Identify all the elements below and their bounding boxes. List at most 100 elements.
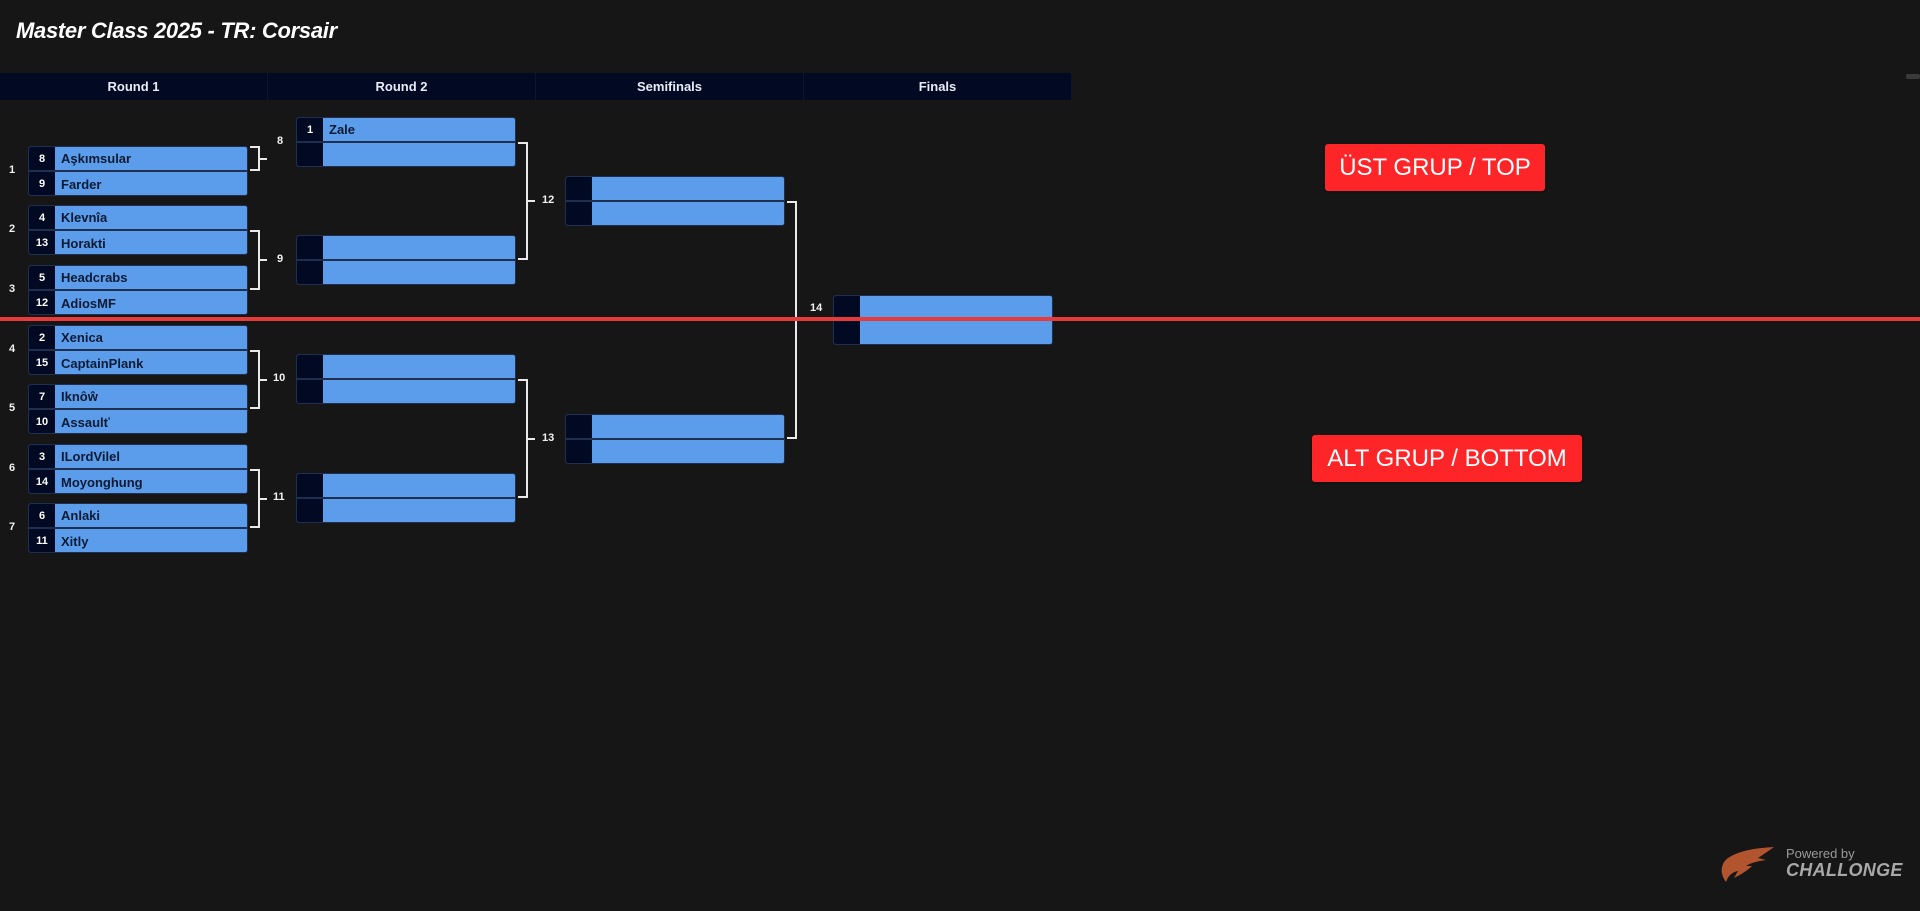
participant-slot[interactable]: 4 Klevnîa (29, 206, 247, 231)
connector-10-stub (260, 378, 267, 381)
participant-slot[interactable]: 14 Moyonghung (29, 470, 247, 493)
match-number: 5 (9, 402, 16, 414)
participant-name: Xitly (61, 533, 89, 549)
participant-slot[interactable]: 12 AdiosMF (29, 291, 247, 314)
round-headers: Round 1 Round 2 Semifinals Finals (0, 73, 1072, 100)
participant-slot[interactable] (566, 415, 784, 440)
participant-slot[interactable] (566, 177, 784, 202)
connector-12 (518, 142, 528, 260)
bottom-group-label[interactable]: ALT GRUP / BOTTOM (1312, 435, 1582, 482)
match-12[interactable] (565, 176, 785, 226)
participant-name: ILordVilel (61, 449, 120, 464)
participant-seed (297, 499, 323, 522)
participant-slot[interactable] (834, 321, 1052, 344)
participant-seed (566, 177, 592, 200)
participant-seed: 9 (29, 172, 55, 195)
horizontal-scrollbar[interactable] (1906, 74, 1920, 79)
match-11[interactable] (296, 473, 516, 523)
participant-slot[interactable] (297, 261, 515, 284)
participant-name: Horakti (61, 235, 106, 251)
match-number: 6 (9, 462, 16, 474)
participant-slot[interactable] (566, 202, 784, 225)
participant-seed (834, 321, 860, 344)
participant-name: CaptainPlank (61, 355, 144, 371)
match-number: 2 (9, 223, 16, 235)
participant-seed (297, 236, 323, 259)
participant-slot[interactable] (566, 440, 784, 463)
participant-slot[interactable]: 6 Anlaki (29, 504, 247, 529)
connector-9 (250, 230, 260, 290)
match-number: 11 (273, 491, 285, 503)
participant-seed: 4 (29, 206, 55, 229)
match-9[interactable] (296, 235, 516, 285)
connector-11 (250, 469, 260, 528)
match-number: 7 (9, 521, 16, 533)
match-2[interactable]: 4 Klevnîa 13 Horakti (28, 205, 248, 255)
participant-slot[interactable] (297, 355, 515, 380)
participant-seed: 12 (29, 291, 55, 314)
connector-11-stub (260, 497, 267, 500)
match-number: 3 (9, 283, 16, 295)
participant-slot[interactable]: 13 Horakti (29, 231, 247, 254)
connector-10 (250, 350, 260, 409)
participant-name: AdiosMF (61, 295, 116, 311)
participant-seed (297, 261, 323, 284)
participant-seed: 7 (29, 385, 55, 408)
participant-seed (566, 415, 592, 438)
participant-slot[interactable] (297, 499, 515, 522)
participant-seed (297, 355, 323, 378)
round-header-round-1: Round 1 (0, 73, 268, 100)
participant-seed (297, 380, 323, 403)
participant-slot[interactable] (297, 474, 515, 499)
connector-8 (250, 146, 260, 171)
participant-slot[interactable] (297, 380, 515, 403)
participant-name: Iknôŵ (61, 389, 98, 404)
participant-name: Zale (329, 122, 356, 137)
participant-seed: 6 (29, 504, 55, 527)
top-group-label[interactable]: ÜST GRUP / TOP (1325, 144, 1545, 191)
participant-seed: 8 (29, 147, 55, 170)
match-number: 12 (542, 194, 555, 206)
participant-seed: 10 (29, 410, 55, 433)
match-number: 8 (277, 135, 284, 147)
participant-name: Klevnîa (61, 210, 108, 225)
participant-slot[interactable] (297, 236, 515, 261)
challonge-wordmark: CHALLONGE (1786, 860, 1903, 881)
participant-slot[interactable] (297, 143, 515, 166)
tournament-title: Master Class 2025 - TR: Corsair (16, 18, 337, 43)
participant-seed: 2 (29, 326, 55, 349)
participant-name: Headcrabs (61, 270, 128, 285)
powered-by-text: Powered by (1786, 845, 1855, 861)
participant-seed (566, 440, 592, 463)
participant-seed (834, 296, 860, 319)
participant-seed (297, 474, 323, 497)
match-13[interactable] (565, 414, 785, 464)
participant-seed: 14 (29, 470, 55, 493)
participant-name: Moyonghung (61, 474, 143, 490)
match-number: 4 (9, 343, 16, 355)
connector-13-stub (528, 437, 535, 440)
participant-seed: 13 (29, 231, 55, 254)
participant-slot[interactable]: 7 Iknôŵ (29, 385, 247, 410)
participant-name: Anlaki (61, 508, 101, 523)
match-10[interactable] (296, 354, 516, 404)
challonge-branding[interactable]: Powered by CHALLONGE (1718, 844, 1903, 884)
match-number: 10 (273, 372, 286, 384)
round-header-round-2: Round 2 (268, 73, 536, 100)
